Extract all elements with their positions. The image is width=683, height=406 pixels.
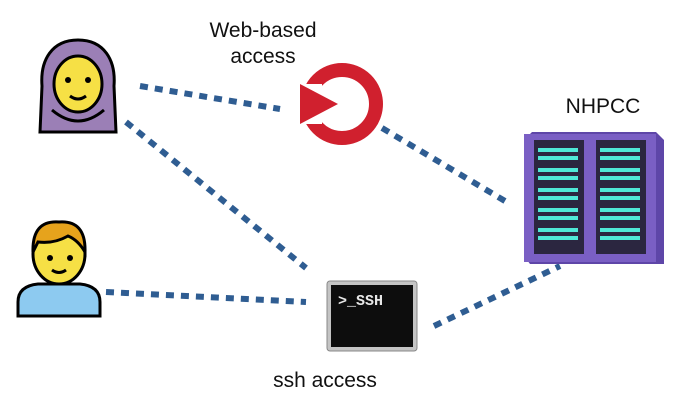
- web-access-label-line2: access: [230, 45, 296, 68]
- cluster-label: NHPCC: [565, 95, 641, 118]
- person-icon: [14, 214, 104, 318]
- web-portal-logo-icon: [292, 58, 384, 150]
- link-user1-ssh: [124, 119, 308, 271]
- ssh-terminal-text: >_SSH: [338, 293, 383, 310]
- ssh-terminal-icon: >_SSH: [326, 280, 418, 352]
- person-hijab-icon: [30, 36, 126, 136]
- web-access-label-line1: Web-based: [209, 19, 317, 42]
- server-rack-icon: [516, 126, 668, 268]
- link-ssh-server: [432, 263, 562, 329]
- web-access-label: Web-based access: [188, 18, 338, 70]
- link-web-server: [380, 125, 512, 207]
- link-user1-web: [139, 83, 281, 112]
- ssh-access-label: ssh access: [273, 369, 377, 392]
- link-user2-ssh: [105, 289, 307, 305]
